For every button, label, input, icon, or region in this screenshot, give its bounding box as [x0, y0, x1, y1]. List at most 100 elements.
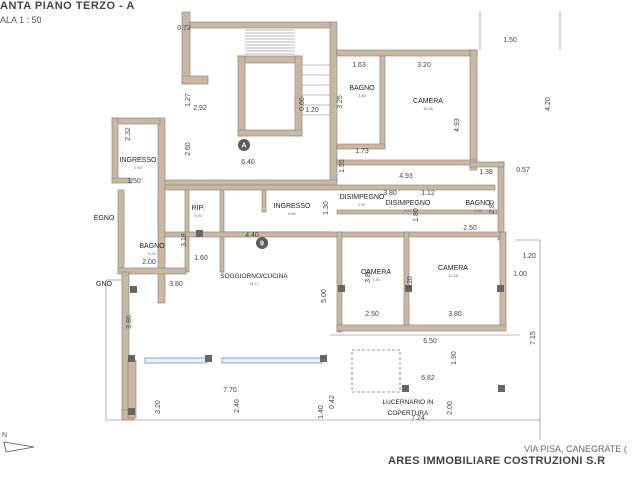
dimension-label: 2.00 [447, 401, 454, 415]
dimension-label: 1.63 [352, 62, 366, 69]
room-area: 3.47 [404, 209, 411, 213]
wall-bagno-right [379, 55, 386, 147]
room-area: 9.30 [372, 278, 379, 282]
room-area: 3.88 [474, 209, 481, 213]
wall-core-top [237, 55, 303, 64]
dimension-label: 4.20 [545, 97, 552, 111]
room-area: 12.18 [448, 274, 458, 278]
room-label: CAMERA [438, 265, 468, 272]
marker-circle [238, 139, 250, 151]
wall-stair-left [181, 11, 191, 85]
room-label: CAMERA [413, 98, 443, 105]
wall-bagno-left [117, 189, 125, 273]
dimension-label: 3.80 [126, 315, 133, 329]
wall-bagno-bottom [117, 267, 187, 275]
dimension-label: 6.82 [421, 375, 435, 382]
wall-rip-right [219, 189, 225, 273]
room-label: GNO [96, 281, 113, 288]
structural-pillar [338, 285, 345, 292]
room-area: 2.63 [134, 166, 141, 170]
dimension-label: 2.40 [234, 399, 241, 413]
structural-pillar [196, 230, 203, 237]
room-label: DISIMPEGNO [340, 194, 385, 201]
structural-pillar [205, 355, 212, 362]
structural-pillar [128, 355, 135, 362]
dimension-label: 0.42 [329, 395, 336, 409]
wall-mid-horizontal [164, 184, 496, 191]
dimension-label: 3.80 [365, 269, 372, 283]
window-soggiorno-2 [221, 357, 323, 364]
structural-pillar [402, 385, 409, 392]
dimension-label: 7.15 [530, 331, 537, 345]
dimension-label: 1.27 [185, 93, 192, 107]
dimension-label: 3.80 [169, 281, 183, 288]
dimension-label: 7.70 [223, 387, 237, 394]
dimension-label: 5.00 [321, 289, 328, 303]
dimension-label: 6.50 [423, 338, 437, 345]
room-label: COPERTURA [388, 410, 429, 417]
wall-entry-left [157, 117, 166, 304]
wall-ingresso-left-side [111, 117, 119, 181]
wall-core-right [294, 55, 303, 137]
structural-pillar [130, 286, 137, 293]
room-label: EGNO [94, 215, 115, 222]
wall-mid-stub [261, 189, 267, 213]
wall-right-outer [499, 231, 507, 329]
wall-corr-bottom [336, 159, 478, 166]
wall-disimp-upper [336, 209, 498, 215]
plan-scale: ALA 1 : 50 [0, 15, 42, 25]
north-arrow-icon [3, 441, 35, 453]
structural-pillar [405, 285, 412, 292]
room-label: CAMERA [361, 269, 391, 276]
dimension-label: 1.38 [479, 169, 493, 176]
room-area: 6.60 [288, 212, 295, 216]
window-soggiorno-1 [144, 357, 208, 364]
skylight-outline [351, 349, 401, 393]
dimension-label: 7.24 [411, 415, 425, 422]
dimension-label: 3.80 [448, 311, 462, 318]
dimension-label: 1.50 [127, 178, 141, 185]
dimension-label: 3.80 [383, 190, 397, 197]
dimension-label: 0.72 [177, 25, 191, 32]
dimension-label: 0.60 [299, 97, 306, 111]
dimension-label: 2.50 [463, 225, 477, 232]
dimension-label: 3.18 [181, 233, 188, 247]
plan-title: ANTA PIANO TERZO - A [0, 0, 135, 12]
room-label: DISIMPEGNO [386, 200, 431, 207]
room-label: SOGGIORNO/CUCINA [220, 273, 288, 280]
room-area: 34.17 [249, 282, 259, 286]
wall-rip-left [184, 189, 190, 273]
wall-camera-bottom [336, 324, 507, 332]
wall-ingresso-left [111, 117, 161, 125]
dimension-label: 1.30 [323, 201, 330, 215]
dimension-label: 1.20 [522, 253, 536, 260]
room-label: BAGNO [139, 243, 165, 250]
room-label: BAGNO [465, 200, 491, 207]
wall-small-bagno-top [469, 161, 505, 168]
dimension-label: 2.60 [185, 142, 192, 156]
room-area: 3.00 [194, 214, 201, 218]
dimension-label: 3.20 [155, 400, 162, 414]
wall-small-bagno-right [497, 161, 505, 241]
room-label: INGRESSO [120, 157, 158, 164]
dimension-label: 3.20 [407, 276, 414, 290]
dimension-label: 1.00 [513, 271, 527, 278]
dimension-label: 1.20 [305, 107, 319, 114]
marker-label: A [241, 143, 246, 150]
room-area: 5.20 [148, 252, 155, 256]
wall-core-left [237, 55, 246, 137]
dimension-label: 6.40 [241, 159, 255, 166]
room-label: BAGNO [349, 85, 375, 92]
project-address: VIA PISA, CANEGRATE ( [524, 444, 627, 454]
wall-stair-left-return [181, 75, 209, 85]
wall-core-bottom [237, 129, 303, 137]
dimension-label: 3.20 [417, 62, 431, 69]
dimension-label: 1.40 [318, 405, 325, 419]
dimension-label: 2.80 [489, 200, 496, 214]
dimension-label: 1.90 [451, 351, 458, 365]
wall-bagno-bottom [336, 143, 386, 150]
marker-label: 9 [260, 241, 264, 248]
room-area: 3.80 [358, 94, 365, 98]
north-label: N [2, 432, 7, 439]
